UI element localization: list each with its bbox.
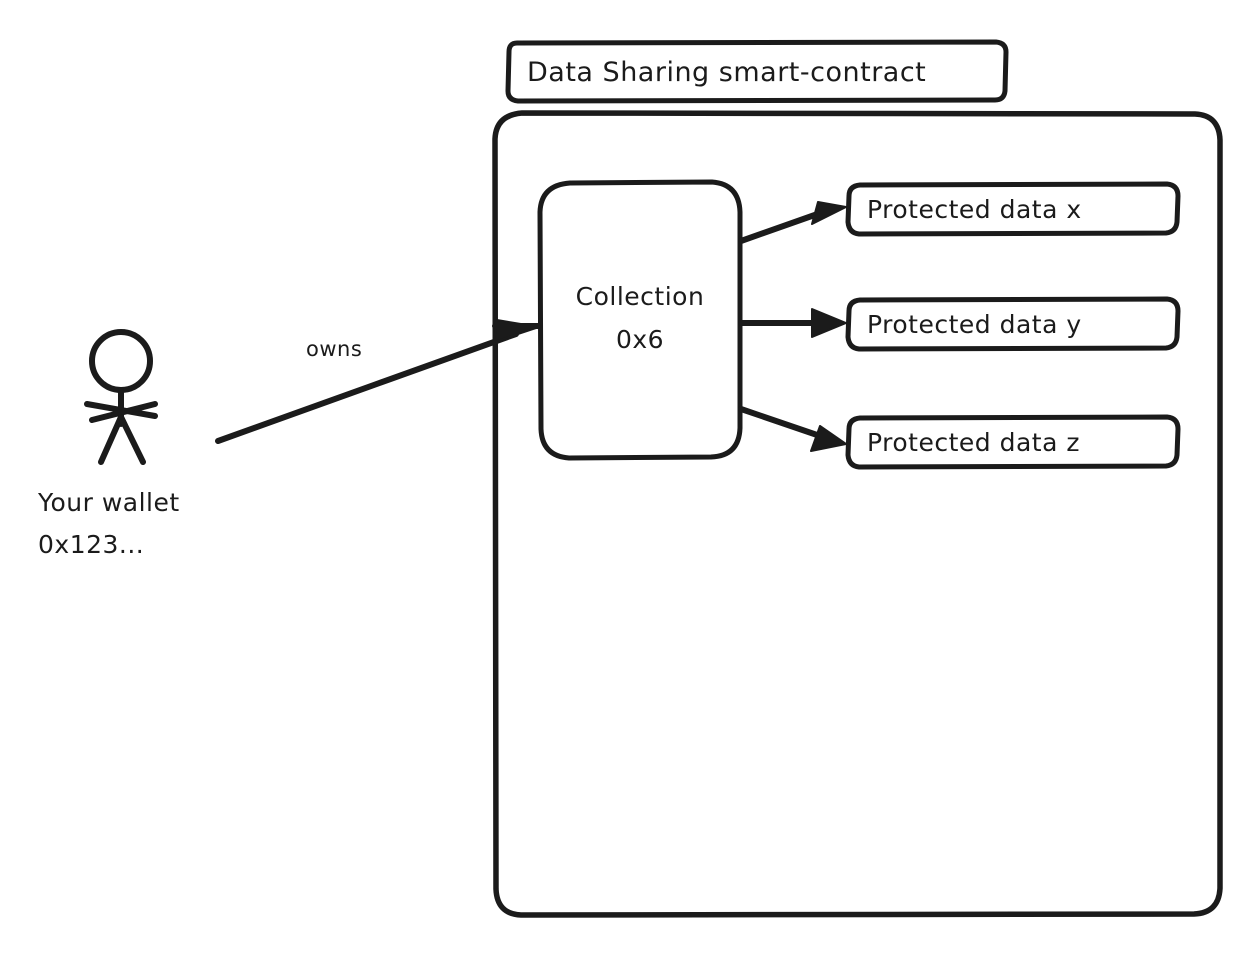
collection-node-label-line2: 0x6 [616,325,664,354]
your-wallet-label-line2: 0x123... [38,530,144,559]
protected-data-y-node[interactable]: Protected data y [845,296,1181,352]
protected-data-x-node[interactable]: Protected data x [845,181,1181,237]
smart-contract-title-text: Data Sharing smart-contract [527,57,926,88]
edge-collection-to-protected-data-y [738,308,847,338]
edge-collection-to-protected-data-x [738,201,847,244]
your-wallet-label-line1: Your wallet [37,488,180,517]
protected-data-y-label: Protected data y [867,310,1082,339]
collection-node[interactable]: Collection 0x6 [537,179,743,461]
edge-collection-to-protected-data-z [738,406,847,452]
your-wallet-actor: Your wallet 0x123... [37,329,180,559]
collection-node-label-line1: Collection [576,282,705,311]
edge-wallet-owns-collection: owns [215,319,541,444]
protected-data-z-label: Protected data z [867,428,1080,457]
protected-data-x-label: Protected data x [867,195,1082,224]
smart-contract-title-chip: Data Sharing smart-contract [505,39,1009,104]
protected-data-z-node[interactable]: Protected data z [845,414,1181,470]
edge-owns-label: owns [306,337,362,361]
stick-figure-person-icon [84,329,158,465]
